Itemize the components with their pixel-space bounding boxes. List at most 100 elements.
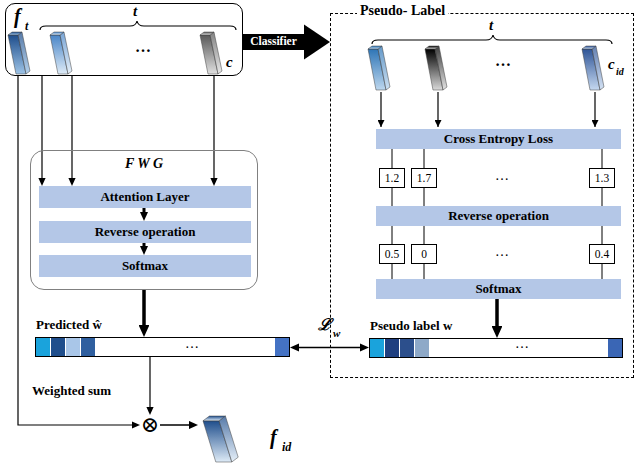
weight-cell [370,339,385,357]
weight-cell [275,338,289,356]
symbol-label: t [133,3,137,20]
feature-rod [8,32,22,35]
arrow [602,188,603,206]
value-box: 1.7 [411,168,437,188]
node-label: f [270,426,277,449]
arrow [424,264,425,279]
weight-bar: Predicted ŵ [35,337,290,357]
feature-vectors [8,32,604,462]
arrow [149,357,150,407]
arrow [424,188,425,206]
value-box: 1.2 [379,168,405,188]
node-label: 0.4 [595,248,609,260]
weight-cell [608,339,622,357]
module-box: Attention LayerReverse operationSoftmaxF… [30,150,258,290]
node-label: 0 [421,248,427,260]
arrow [602,226,603,244]
value-box: 0.4 [589,244,615,264]
process-box: Attention Layer [39,186,251,208]
output-feature: fid [198,412,308,468]
node-label: Cross Entropy Loss [444,131,553,147]
arrow [18,76,132,425]
feature-rod [60,32,72,74]
feature-rod [203,416,225,421]
loss-label: ℒ [318,316,331,334]
feature-rod [210,32,222,74]
process-box: Cross Entropy Loss [376,129,621,149]
symbol-label: … [495,168,509,183]
node-label: Predicted ŵ [36,317,102,333]
symbol-label: … [185,336,199,351]
weight-cell [36,338,51,356]
dashed-region: Cross Entropy Loss 1.2 1.7 1.3Reverse opera… [330,13,634,378]
value-box: 0.5 [379,244,405,264]
arrow [392,149,393,168]
value-box: 1.3 [589,168,615,188]
arrow [392,188,393,206]
feature-rod [368,46,382,49]
symbol-label: c [226,54,233,71]
arrow [392,264,393,279]
process-box: Reverse operation [376,206,621,226]
node-label: 1.3 [595,172,609,184]
arrow [143,243,146,246]
feature-group: ft [5,3,243,76]
arrow [392,226,393,244]
weight-cell [415,339,430,357]
loss-label: w [333,327,340,339]
arrow [142,290,146,325]
symbol-label: … [495,52,511,70]
node-label: 1.7 [417,172,431,184]
node-label: Reverse operation [95,224,196,240]
node-label: Attention Layer [100,189,189,205]
symbol-label: … [495,244,509,259]
node-label: f [14,5,21,28]
weight-cell [66,338,81,356]
weight-bar: Pseudo label w [369,338,623,358]
arrow [380,92,381,127]
multiply-symbol: ⊗ [140,415,160,435]
weight-cell [385,339,400,357]
symbol-label: … [515,336,529,351]
subscript: id [282,440,291,455]
weight-cell [400,339,415,357]
arrow [424,226,425,244]
arrow [424,149,425,168]
process-box: Softmax [39,255,251,277]
feature-rod [425,46,439,49]
arrow [41,76,42,178]
feature-rod [435,46,447,90]
arrow [495,299,499,326]
process-box: Softmax [376,279,621,299]
arrow [160,424,189,426]
node-label: Softmax [122,258,168,274]
brace [372,35,612,44]
node-label: 0.5 [385,248,399,260]
symbol-label: t [489,17,493,34]
arrow [143,208,146,212]
block-arrow [243,34,304,50]
weight-cell [51,338,66,356]
arrow [437,92,438,127]
edge-label: Classifier [249,36,298,48]
arrow [213,76,214,178]
value-box: 0 [411,244,437,264]
process-box: Reverse operation [39,221,251,243]
symbol-label: id [616,66,624,77]
feature-rod [200,32,214,35]
feature-rod [378,46,390,90]
feature-rod [219,416,238,462]
weight-cell [81,338,96,356]
arrow [602,264,603,279]
feature-rod [582,46,596,49]
node-label: Reverse operation [448,208,549,224]
node-label: Pseudo- Label [357,3,448,19]
node-label: ⊗ [141,415,159,435]
feature-rod [18,32,30,74]
symbol-label: c [608,56,615,73]
operation-label: Weighted sum [32,384,111,398]
subscript: t [25,19,28,34]
feature-rod [50,32,64,35]
arrow [71,76,72,178]
arrow [594,92,595,127]
